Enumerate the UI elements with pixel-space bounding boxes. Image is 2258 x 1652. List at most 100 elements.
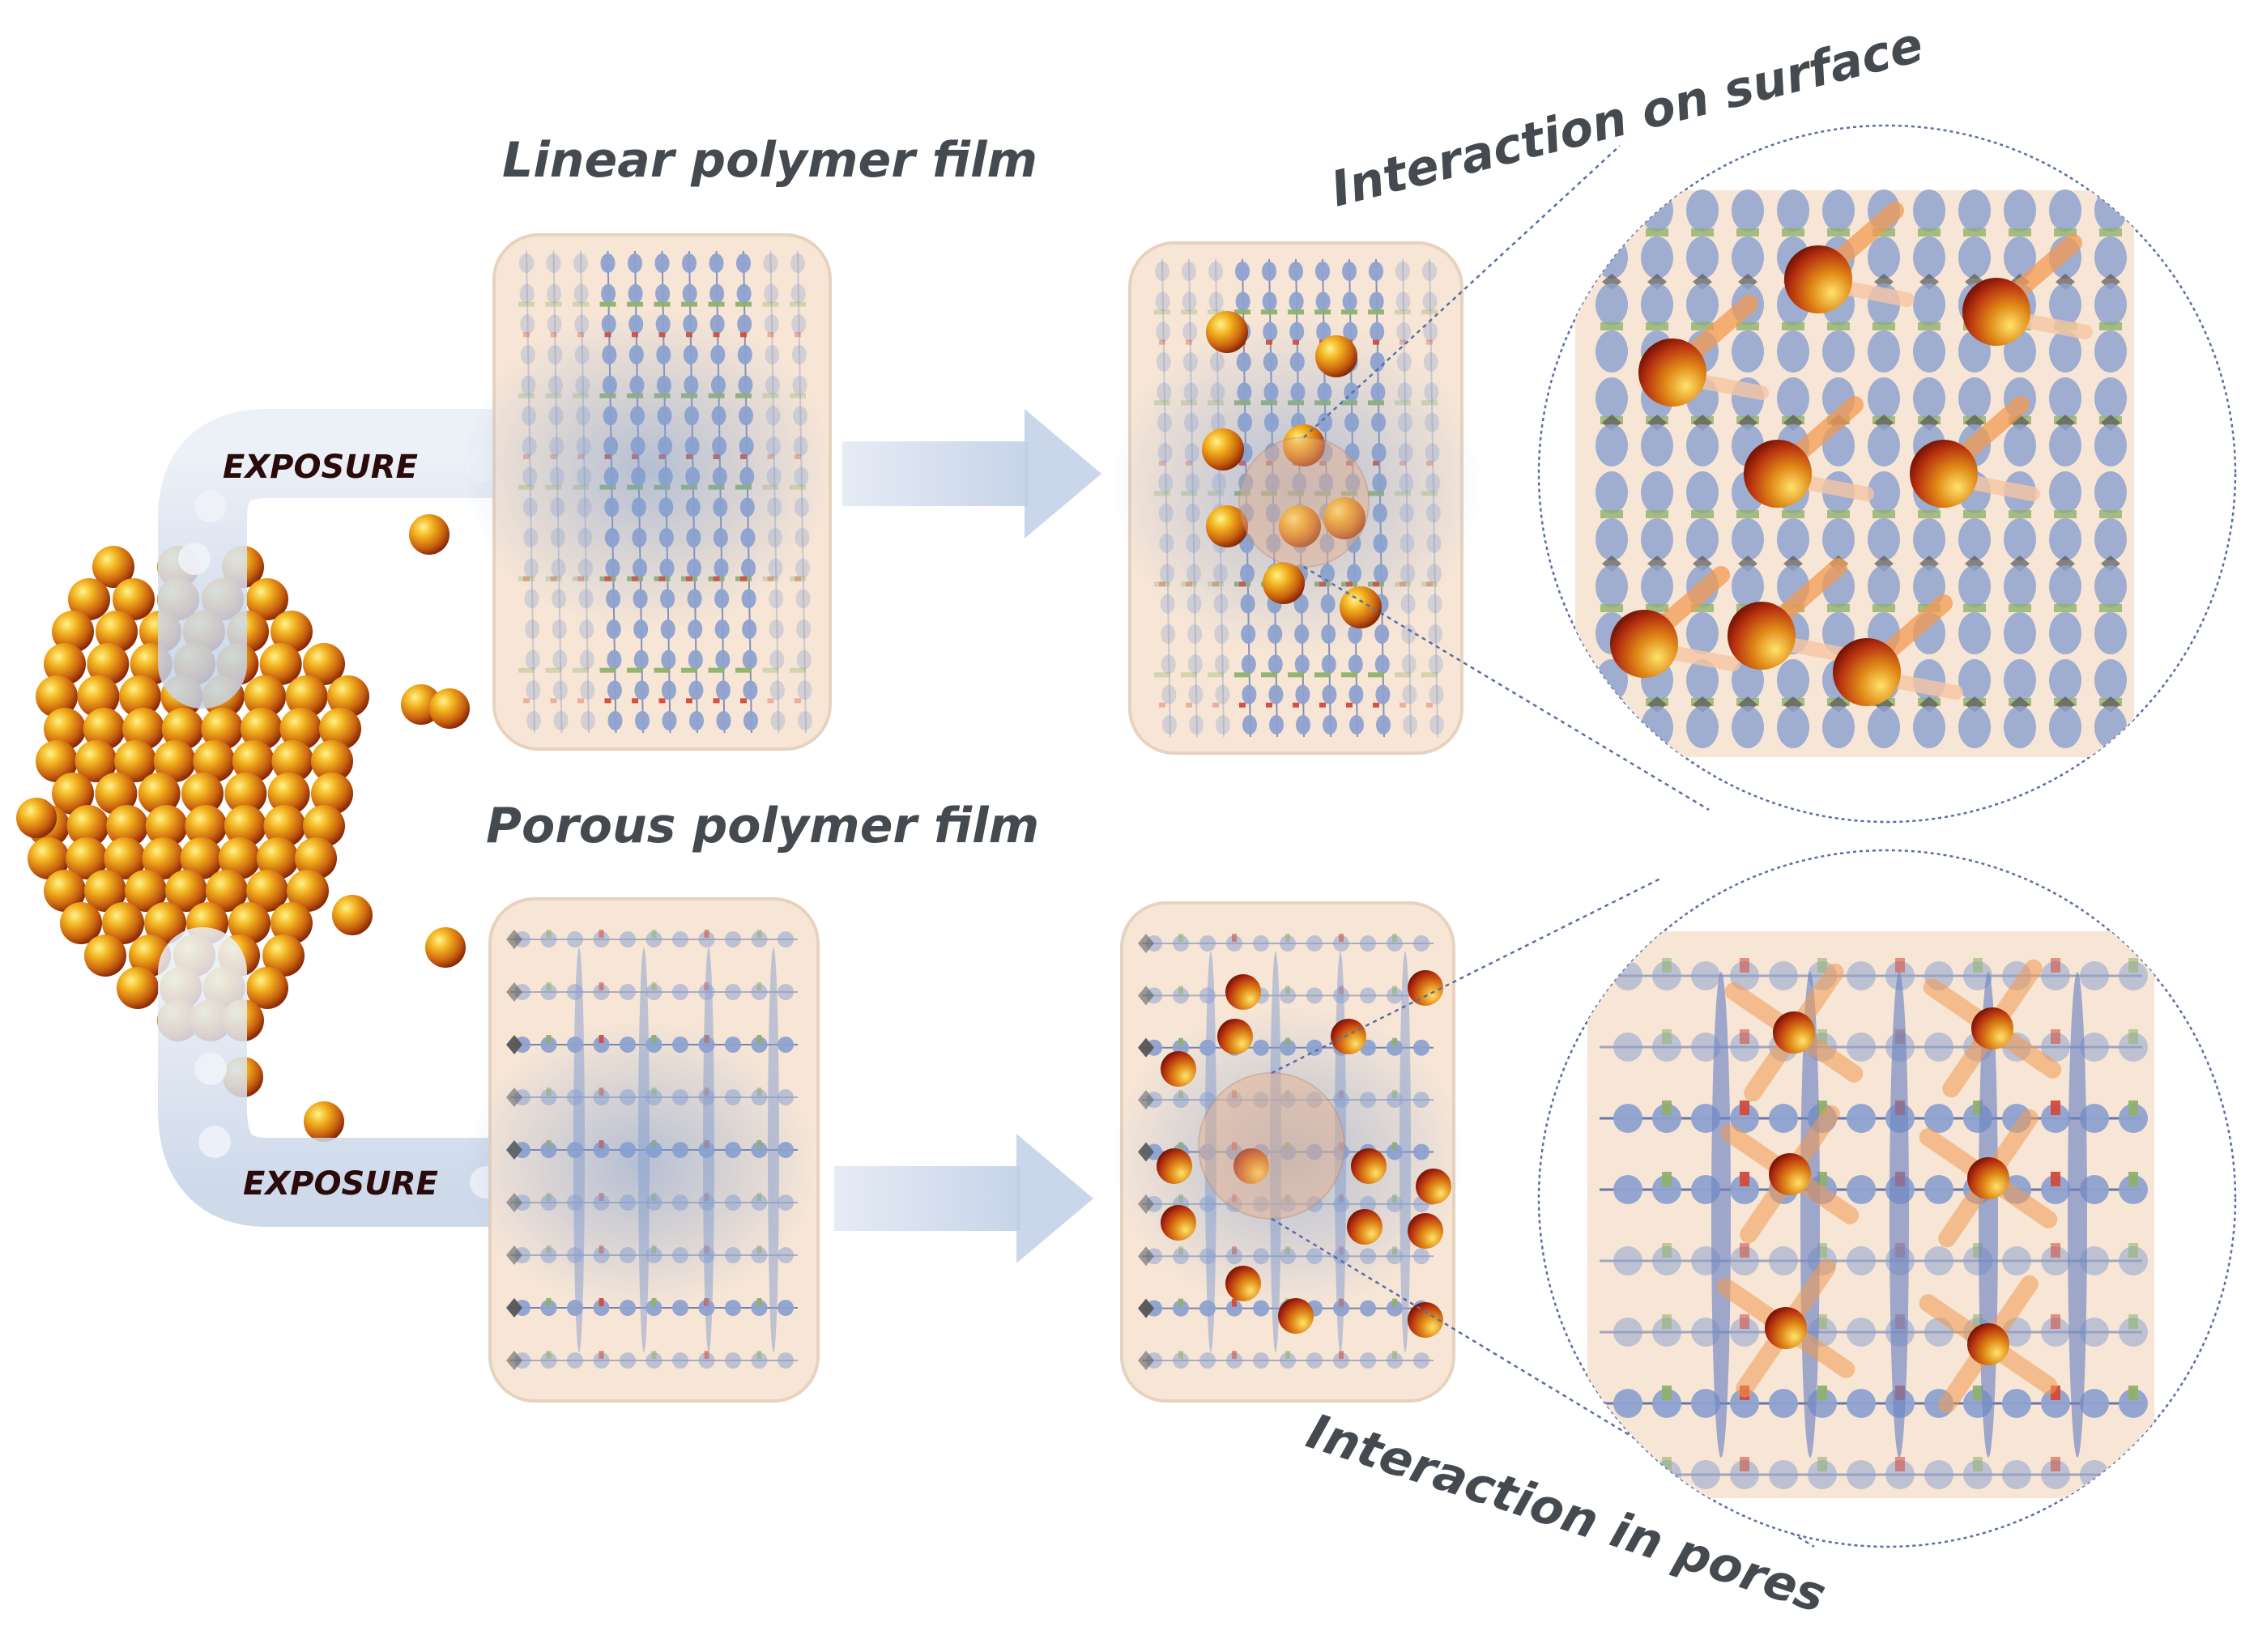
porous-film-panel [462,897,820,1403]
nanoparticle-sphere-icon [1347,1209,1382,1245]
nanoparticle-sphere-icon [180,837,223,879]
nanoparticle-sphere-icon [256,837,299,879]
nanoparticle-sphere-icon [1416,1169,1451,1204]
nanoparticle-sphere-icon [232,740,275,782]
nanoparticle-sphere-icon [145,805,188,847]
nanoparticle-sphere-icon [44,708,86,750]
nanoparticle-sphere-icon [1728,602,1796,670]
pore-interaction-lens [1537,849,2237,1548]
linear-film-panel [462,233,834,751]
nanoparticle-sphere-icon [66,805,109,847]
nanoparticle-sphere-icon [1225,1266,1261,1301]
nanoparticle-sphere-icon [1967,1323,2009,1365]
nanoparticle-sphere-icon [1161,1051,1196,1087]
nanoparticle-sphere-icon [142,837,185,879]
nanoparticle-sphere-icon [1233,1148,1269,1184]
nanoparticle-sphere-icon [36,740,78,782]
nanoparticle-sphere-icon [52,773,94,815]
nanoparticle-sphere-icon [161,708,204,750]
nanoparticle-sphere-icon [201,708,244,750]
nanoparticle-sphere-icon [117,967,159,1009]
nanoparticle-sphere-icon [228,902,271,944]
nanoparticle-sphere-icon [1157,1148,1192,1184]
zoom-lens-icon [1198,1072,1345,1220]
nanoparticle-sphere-icon [138,773,181,815]
nanoparticle-sphere-icon [165,870,207,912]
flow-arrow-bottom [834,1134,1093,1263]
nanoparticle-sphere-icon [1217,1019,1253,1054]
interaction-arrow [1680,295,1758,365]
nanoparticle-sphere-icon [425,927,466,968]
nanoparticle-sphere-icon [303,643,345,685]
nanoparticle-sphere-icon [409,514,449,555]
nanoparticle-sphere-icon [113,578,155,620]
nanoparticle-sphere-icon [224,805,266,847]
nanoparticle-sphere-icon [271,611,313,653]
nanoparticle-sphere-icon [218,837,261,879]
nanoparticle-sphere-icon [92,546,134,588]
nanoparticle-sphere-icon [1263,562,1305,604]
nanoparticle-sphere-icon [1315,335,1357,377]
nanoparticle-sphere-icon [16,798,57,838]
nanoparticle-sphere-icon [52,611,94,653]
nanoparticle-sphere-icon [311,740,353,782]
nanoparticle-sphere-icon [206,870,248,912]
nanoparticle-sphere-icon [1408,1213,1443,1249]
nanoparticle-sphere-icon [1967,1157,2009,1199]
nanoparticle-sphere-icon [1971,1007,2013,1050]
nanoparticle-sphere-icon [68,578,110,620]
nanoparticle-sphere-icon [271,902,313,944]
nanoparticle-sphere-icon [75,740,117,782]
exposure-label-top: EXPOSURE [223,449,418,486]
nanoparticle-sphere-icon [106,805,149,847]
nanoparticle-sphere-icon [1769,1153,1811,1195]
nanoparticle-sphere-icon [246,578,288,620]
nanoparticle-sphere-icon [1351,1148,1387,1184]
nanoparticle-sphere-icon [1279,505,1321,547]
nanoparticle-sphere-icon [87,643,130,685]
interaction-arrow [1785,396,1864,466]
nanoparticle-sphere-icon [311,773,353,815]
nanoparticle-sphere-icon [102,902,144,944]
nanoparticle-sphere-icon [246,967,288,1009]
nanoparticle-sphere-icon [1331,1019,1366,1054]
nanoparticle-sphere-icon [267,773,310,815]
nanoparticle-sphere-icon [304,1101,344,1142]
nanoparticle-sphere-icon [1962,278,2030,346]
nanoparticle-sphere-icon [332,895,373,935]
porous-film-title: Porous polymer film [486,798,1039,854]
interaction-arrow [1651,566,1730,637]
nanoparticle-sphere-icon [303,805,345,847]
nanoparticle-sphere-icon [1765,1307,1807,1349]
nanoparticle-sphere-icon [144,902,186,944]
nanoparticle-sphere-icon [262,935,305,977]
nanoparticle-sphere-icon [96,611,138,653]
nanoparticle-sphere-icon [1323,497,1365,539]
nanoparticle-sphere-icon [246,870,288,912]
nanoparticle-sphere-icon [1408,1302,1443,1338]
nanoparticle-sphere-icon [1161,1205,1196,1241]
nanoparticle-sphere-icon [104,837,147,879]
nanoparticle-sphere-icon [1206,311,1248,353]
interaction-arrow [1951,396,2030,466]
nanoparticle-sphere-icon [125,870,167,912]
nanoparticle-sphere-icon [66,837,109,879]
nanoparticle-sphere-icon [114,740,157,782]
nanoparticle-sphere-icon [77,675,120,717]
nanoparticle-sphere-icon [319,708,361,750]
interaction-arrow [2004,234,2082,304]
nanoparticle-sphere-icon [36,675,78,717]
nanoparticle-sphere-icon [279,708,322,750]
nanoparticle-sphere-icon [95,773,138,815]
nanoparticle-sphere-icon [193,740,236,782]
nanoparticle-sphere-icon [1340,586,1382,628]
interaction-arrow [1826,202,1904,272]
nanoparticle-sphere-icon [271,740,314,782]
nanoparticle-sphere-icon [84,935,126,977]
nanoparticle-sphere-icon [295,837,337,879]
linear-film-exposed-panel [1110,241,1482,755]
nanoparticle-sphere-icon [28,837,70,879]
nanoparticle-sphere-icon [84,870,126,912]
porous-film-exposed-panel [1110,901,1466,1403]
nanoparticle-sphere-icon [44,643,86,685]
